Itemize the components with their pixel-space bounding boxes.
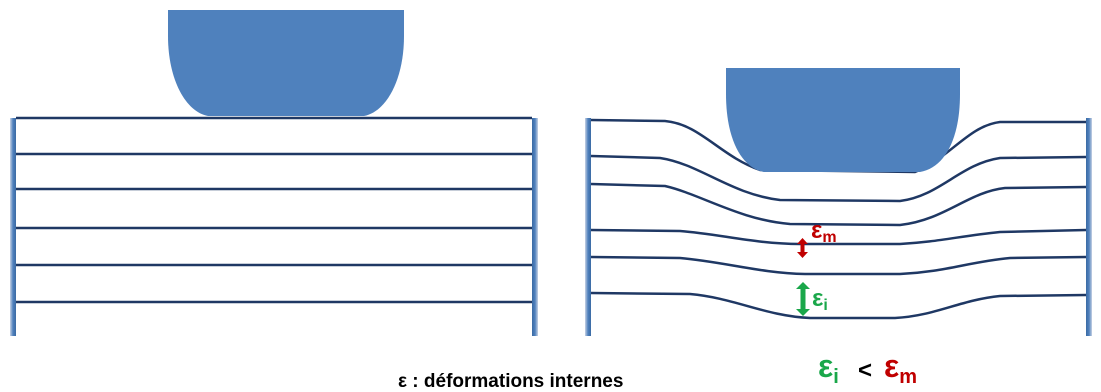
- right-layer-line: [590, 255, 1087, 276]
- epsilon-i-label: εi: [812, 285, 828, 314]
- comparison-left-subscript: i: [833, 366, 839, 388]
- strain-arrow-inner: [796, 282, 810, 316]
- left-layer-lines: [16, 116, 532, 304]
- arrow-head-down-icon: [797, 252, 808, 258]
- right-block-edge-left: [585, 118, 591, 336]
- comparison-left-symbol: ε: [818, 348, 833, 384]
- deformed-block: [585, 68, 1092, 336]
- comparison-right: εm: [884, 348, 917, 388]
- undeformed-block: [10, 10, 538, 336]
- epsilon-m-label: εm: [811, 217, 837, 246]
- left-block-edge-left: [10, 118, 16, 336]
- arrow-head-down-icon: [796, 309, 810, 316]
- arrow-head-up-icon: [797, 238, 808, 244]
- comparison-right-subscript: m: [899, 366, 917, 388]
- epsilon-i-subscript: i: [823, 297, 827, 314]
- right-layer-line: [590, 154, 1087, 203]
- comparison-right-symbol: ε: [884, 348, 899, 384]
- arrow-shaft: [800, 289, 806, 309]
- left-block-edge-right: [532, 118, 538, 336]
- right-layer-line: [590, 291, 1087, 320]
- caption: ε : déformations internes: [398, 371, 623, 392]
- epsilon-m-subscript: m: [822, 229, 836, 246]
- comparison-left: εi: [818, 348, 839, 388]
- epsilon-i-symbol: ε: [812, 285, 823, 312]
- arrow-shaft: [800, 244, 805, 252]
- epsilon-m-symbol: ε: [811, 217, 822, 244]
- right-layer-line: [590, 182, 1087, 227]
- right-block-edge-right: [1086, 118, 1092, 336]
- comparison-operator: <: [858, 357, 872, 384]
- strain-arrow-middle: [797, 238, 808, 258]
- right-layer-line: [590, 228, 1087, 246]
- left-indenter: [168, 10, 404, 116]
- arrow-head-up-icon: [796, 282, 810, 289]
- right-indenter: [726, 68, 960, 172]
